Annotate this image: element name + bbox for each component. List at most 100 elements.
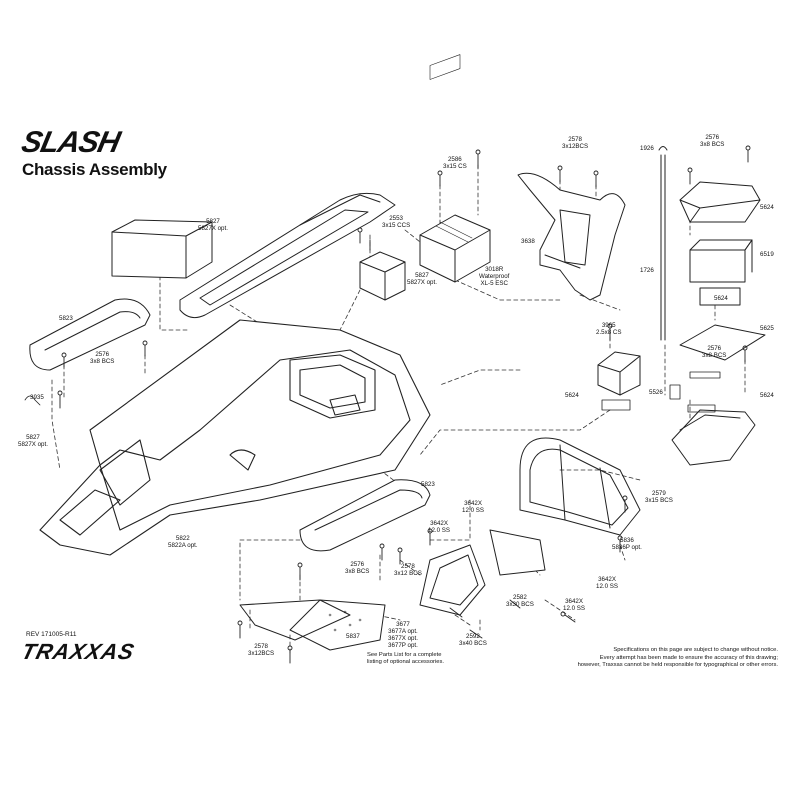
text-3677: 3677 3677A opt. 3677X opt. 3677P opt. [388,621,418,649]
antenna-crimp [670,385,680,399]
label-5823-right: 5823 [421,481,435,488]
battery-block [112,220,212,278]
text-5827-mount: 5827 5827X opt. [407,272,437,286]
text-5823-left: 5823 [59,315,73,322]
label-5836: 5836 5836P opt. [612,537,642,551]
left-bumper-5823 [30,299,150,370]
label-5823-left: 5823 [59,315,73,322]
label-5827-mount: 5827 5827X opt. [407,272,437,286]
text-5624-a: 5624 [760,204,774,211]
text-3642X-a: 3642X 12.0 SS [462,500,485,514]
label-5625: 5625 [760,325,774,332]
label-5827-left: 5827 5827X opt. [18,434,48,448]
disclaimer: Specifications on this page are subject … [518,647,778,670]
text-1726: 1726 [640,267,654,274]
label-2579: 2579 3x15 BCS [645,490,673,504]
o-ring [680,325,765,360]
label-5837: 5837 [346,633,360,640]
rear-body-mount [518,173,625,300]
text-2576-right: 2576 3x8 BCS [702,345,727,359]
text-2586: 2586 3x15 CS [443,156,467,170]
text-2578-bottom: 2578 3x12BCS [248,643,275,657]
page-title: Chassis Assembly [22,160,167,179]
label-5827-battery: 5827 5827X opt. [198,218,228,232]
label-3677: 3677 3677A opt. 3677X opt. 3677P opt. [388,621,418,649]
label-5822: 5822 5822A opt. [168,535,198,549]
label-3638: 3638 [521,238,535,245]
label-2576-top: 2576 3x8 BCS [700,134,724,148]
parts-note-text: See Parts List for a complete listing of… [367,652,445,666]
skid-support [420,530,545,615]
skid-plate [240,600,385,650]
label-2576-left: 2576 3x8 BCS [90,351,114,365]
label-3018R: 3018R Waterproof XL-5 ESC [479,266,509,287]
battery-hold-down [180,193,395,317]
text-5837: 5837 [346,633,360,640]
label-2578-mid: 2578 3x12 BCS [394,563,422,577]
main-chassis [40,320,430,555]
text-5624-b: 5624 [714,295,728,302]
label-3935: 3935 [30,394,44,401]
label-3642X-a: 3642X 12.0 SS [462,500,484,514]
text-2576-top: 2576 3x8 BCS [700,134,725,148]
antenna [659,147,667,341]
parts-list-note: See Parts List for a complete listing of… [367,652,444,667]
label-2576-bottom: 2576 3x8 BCS [345,561,369,575]
label-5624-b: 5624 [714,295,728,302]
text-2578-top: 2578 3x12BCS [562,136,589,150]
text-2553: 2553 3x15 CCS [382,215,411,229]
label-1726: 1726 [640,267,654,274]
traxxas-logo: TRAXXAS [19,639,172,664]
label-5624-d: 5624 [565,392,579,399]
text-2576-bottom: 2576 3x8 BCS [345,561,370,575]
right-bumper-5823 [300,480,430,551]
receiver-box-base [672,410,755,465]
text-5624-d: 5624 [565,392,579,399]
text-5827-battery: 5827 5827X opt. [198,218,228,232]
text-3965: 3965 2.5x8 CS [596,322,622,336]
text-5827-left: 5827 5827X opt. [18,434,48,448]
text-3935: 3935 [30,394,44,401]
rear-cage [520,438,640,535]
foam-strips [688,372,720,412]
label-1926: 1926 [640,145,654,152]
receiver-box-cover [680,182,760,222]
label-3965: 3965 2.5x8 CS [596,322,621,336]
text-5526: 5526 [649,389,663,396]
screws [25,146,750,663]
label-2582: 2582 3x30 BCS [506,594,534,608]
label-2553: 2553 3x15 CCS [382,215,410,229]
label-3642X-b: 3642X 12.0 SS [428,520,450,534]
text-2579: 2579 3x15 BCS [645,490,673,504]
text-5823-right: 5823 [421,481,435,488]
label-6519: 6519 [760,251,774,258]
brand-text: TRAXXAS [19,639,138,664]
text-3018R: 3018R Waterproof XL-5 ESC [479,266,510,287]
text-2578-mid: 2578 3x12 BCS [394,563,422,577]
esc-mount [360,252,405,300]
text-5624-c: 5624 [760,392,774,399]
text-2592: 2592 3x40 BCS [459,633,487,647]
label-5624-c: 5624 [760,392,774,399]
receiver [690,240,752,282]
label-2576-right: 2576 3x8 BCS [702,345,726,359]
label-5624-a: 5624 [760,204,774,211]
text-1926: 1926 [640,145,654,152]
label-5526: 5526 [649,389,663,396]
text-2576-left: 2576 3x8 BCS [90,351,115,365]
disclaimer-text: Specifications on this page are subject … [577,647,778,669]
label-2586: 2586 3x15 CS [443,156,467,170]
text-3642X-d: 3642X 12.0 SS [563,598,586,612]
foam-pad [700,288,740,305]
text-5822: 5822 5822A opt. [168,535,198,549]
revision-code: REV 171005-R11 [26,631,77,638]
label-2578-bottom: 2578 3x12BCS [248,643,274,657]
text-3638: 3638 [521,238,535,245]
text-3642X-b: 3642X 12.0 SS [428,520,451,534]
text-5625: 5625 [760,325,774,332]
label-3642X-d: 3642X 12.0 SS [563,598,585,612]
label-2592: 2592 3x40 BCS [459,633,487,647]
text-3642X-c: 3642X 12.0 SS [596,576,619,590]
